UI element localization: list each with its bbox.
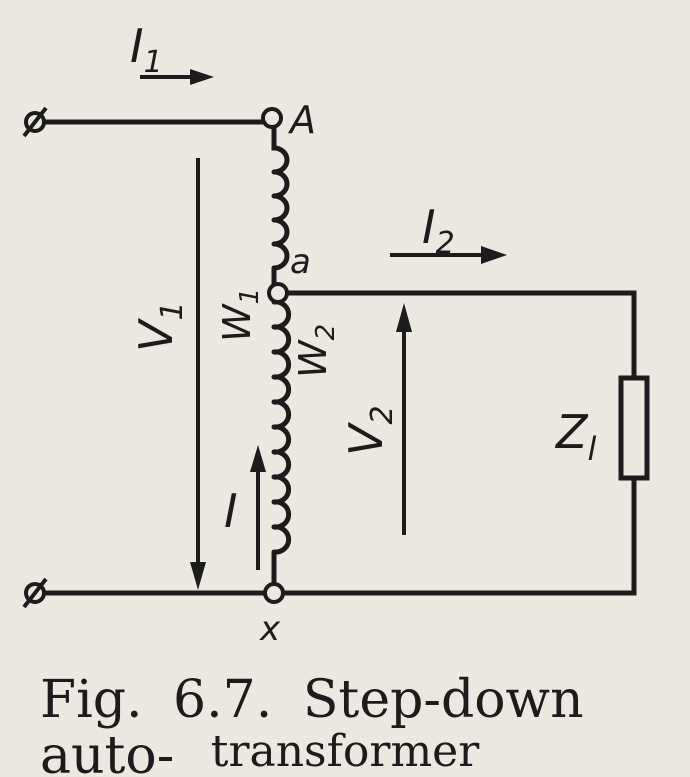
label-node-x: x	[259, 609, 281, 649]
node-x	[263, 582, 285, 604]
label-winding-w1: W1	[215, 288, 265, 342]
current-arrow-i1	[140, 69, 214, 85]
label-load-impedance: Zl	[554, 405, 597, 468]
autotransformer-winding	[271, 145, 292, 555]
input-terminal-bottom	[22, 577, 48, 609]
voltage-arrow-v2	[396, 303, 412, 535]
autotransformer-circuit-diagram: I1 I2 I A a x V1 V2 W1 W2 Zl	[22, 19, 650, 649]
label-winding-w2: W2	[291, 324, 341, 378]
load-impedance-box	[618, 375, 650, 481]
node-a	[267, 282, 289, 304]
current-arrow-i2	[390, 246, 507, 264]
label-node-A: A	[287, 98, 316, 142]
input-terminal-top	[22, 106, 48, 138]
node-A	[261, 107, 283, 129]
label-coil-current: I	[224, 484, 238, 538]
label-voltage-v2: V2	[339, 405, 400, 456]
figure-caption-line-2: transformer	[210, 726, 480, 777]
label-current-i2: I2	[422, 200, 455, 261]
coil-current-arrow	[250, 445, 266, 570]
label-voltage-v1: V1	[129, 301, 190, 352]
voltage-arrow-v1	[190, 158, 206, 590]
figure-caption-line-1: Fig. 6.7. Step-down auto-	[40, 670, 584, 777]
label-current-i1: I1	[130, 19, 163, 80]
label-node-a: a	[290, 242, 311, 282]
